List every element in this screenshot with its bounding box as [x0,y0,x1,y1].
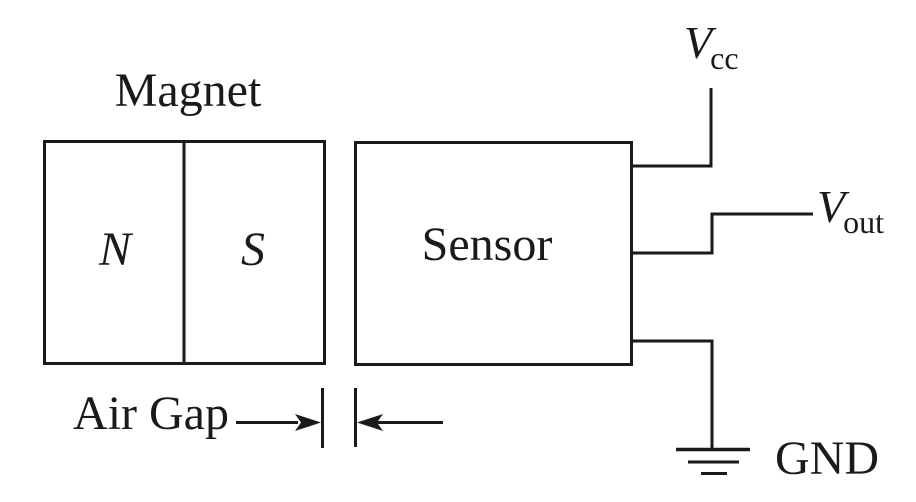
vcc-wire [632,88,713,168]
air-gap-dimension [236,388,443,448]
gnd-label: GND [775,432,879,485]
vout-wire [632,212,813,255]
magnet-south-label: S [241,223,265,276]
vcc-subscript: cc [710,40,739,76]
ground-symbol-icon [676,447,750,475]
magnet-north-label: N [98,223,132,276]
magnet-box [43,140,326,365]
arrow-right-icon [295,414,321,431]
vcc-label: Vcc [684,17,739,76]
vout-subscript: out [843,204,884,240]
vout-label: Vout [817,181,884,240]
sensor-label: Sensor [421,218,553,271]
magnet-title: Magnet [114,64,262,117]
sensor-box [354,141,633,366]
arrow-left-icon [357,414,383,431]
vout-base: V [817,181,846,232]
vcc-base: V [684,17,713,68]
gnd-wire [632,339,714,450]
air-gap-label: Air Gap [73,387,229,440]
